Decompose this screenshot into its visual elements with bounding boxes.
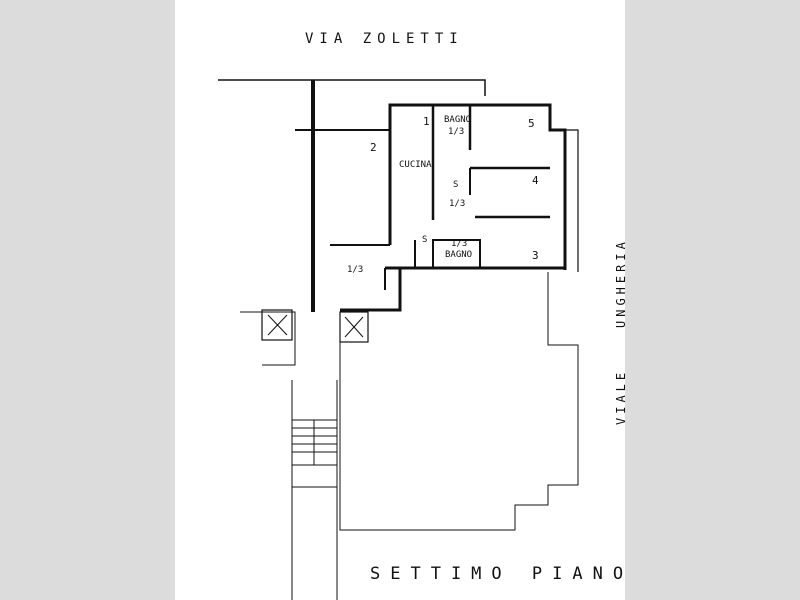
apartment-outer-wall [388, 103, 567, 270]
room-label-5: 5 [528, 117, 535, 130]
floor-plan-drawing [218, 79, 579, 600]
kitchen-label: CUCINA [399, 160, 432, 170]
elevator-left [261, 309, 293, 341]
bath-lower [432, 239, 481, 269]
street-label-right-1: UNGHERIA [614, 238, 628, 328]
elevator-right [339, 311, 369, 343]
room-label-2: 2 [370, 141, 377, 154]
staircase [291, 419, 338, 488]
bath-upper-label: BAGNO [444, 115, 472, 125]
height-mark: 1/3 [347, 265, 364, 275]
room-label-3: 3 [532, 249, 539, 262]
height-mark: 1/3 [451, 239, 468, 249]
height-mark: 1/3 [449, 199, 466, 209]
balcony-outline [565, 129, 579, 272]
floor-title: SETTIMO PIANO [370, 564, 634, 584]
room-label-4: 4 [532, 174, 539, 187]
s-mark: S [422, 235, 428, 245]
room-label-1: 1 [423, 115, 430, 128]
street-boundary-line [218, 79, 486, 96]
height-mark: 1/3 [448, 127, 465, 137]
street-label-top: VIA ZOLETTI [305, 31, 464, 47]
building-outline [339, 272, 579, 531]
s-mark: S [453, 180, 459, 190]
bath-lower-label: BAGNO [445, 250, 473, 260]
street-label-right-2: VIALE [614, 368, 628, 425]
floor-plan-sheet: VIA ZOLETTI UNGHERIA VIALE SETTIMO PIANO… [175, 0, 628, 600]
entry-step-wall [340, 268, 402, 312]
